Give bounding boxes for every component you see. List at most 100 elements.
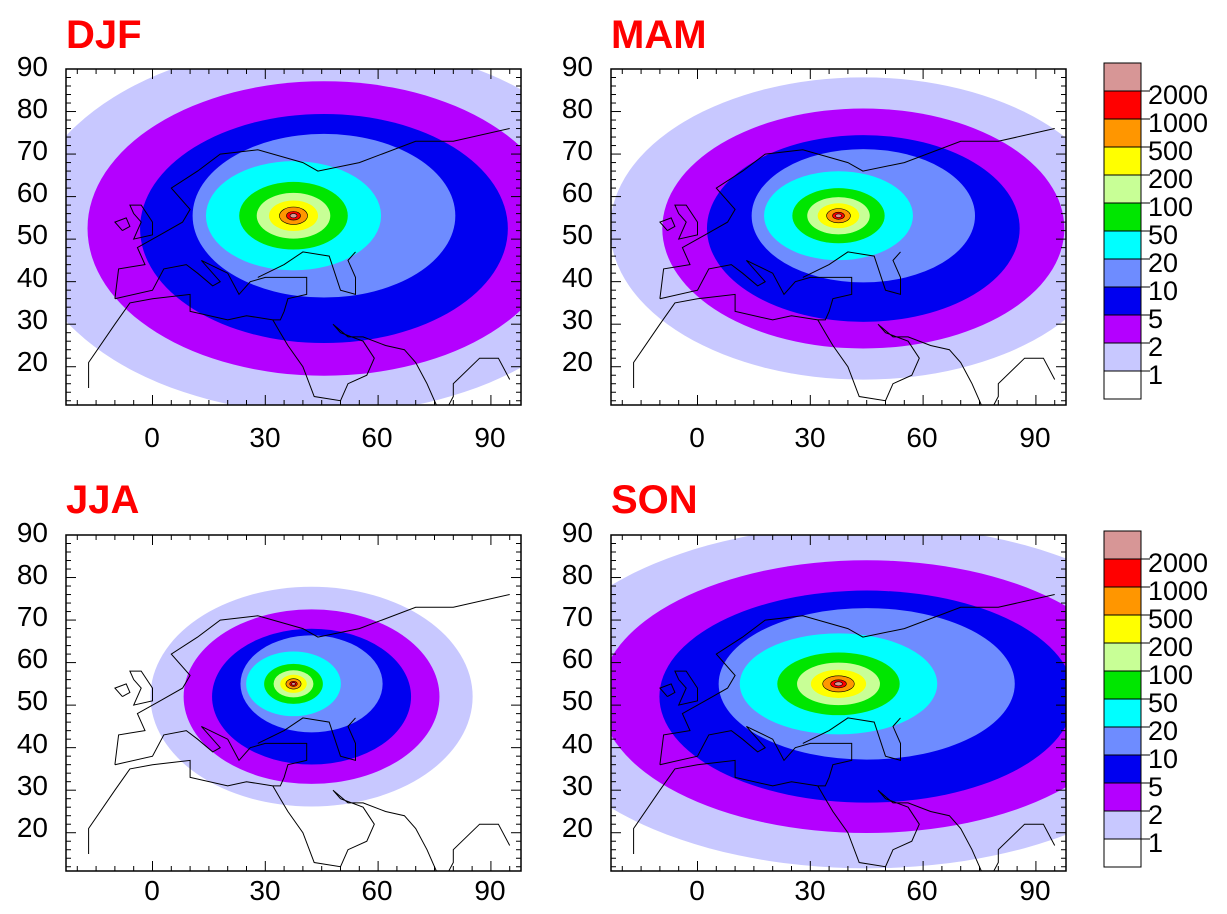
coastline — [633, 259, 853, 388]
y-tick-label: 80 — [17, 93, 48, 124]
coastline — [114, 217, 131, 232]
y-tick-label: 90 — [562, 517, 593, 548]
y-tick-label: 90 — [562, 51, 593, 82]
y-tick-label: 60 — [17, 177, 48, 208]
coastline — [272, 785, 511, 871]
y-tick-label: 40 — [17, 262, 48, 293]
coastline — [659, 217, 676, 232]
y-tick-label: 80 — [562, 93, 593, 124]
x-tick-labels: 0 30 60 90 — [144, 422, 505, 453]
x-tick-label: 60 — [906, 875, 937, 906]
colorbar-label: 1 — [1148, 360, 1163, 390]
plot-frame — [610, 534, 1067, 872]
colorbar-label: 1 — [1148, 828, 1163, 858]
coastline — [802, 717, 901, 762]
x-tick-labels: 0 30 60 90 — [689, 422, 1050, 453]
contour-band — [834, 681, 843, 687]
colorbar-bottom: 2000 1000 500 200 100 50 20 10 5 2 1 — [1103, 530, 1208, 868]
panel-title: JJA — [66, 478, 139, 522]
x-tick-label: 90 — [1019, 875, 1050, 906]
colorbar-label: 2000 — [1148, 80, 1208, 110]
y-tick-label: 70 — [562, 601, 593, 632]
y-tick-labels: 90 80 70 60 50 40 30 20 — [17, 517, 48, 843]
y-tick-labels: 90 80 70 60 50 40 30 20 — [17, 51, 48, 377]
panel-son: SON 90 80 70 60 50 40 30 20 0 30 60 90 — [562, 478, 1067, 906]
x-tick-labels: 0 30 60 90 — [689, 875, 1050, 906]
panel-title: DJF — [66, 13, 142, 57]
colorbar-label: 200 — [1148, 632, 1193, 662]
colorbar-swatch — [1103, 810, 1142, 840]
y-tick-labels: 90 80 70 60 50 40 30 20 — [562, 51, 593, 377]
coastline — [88, 259, 308, 388]
x-tick-label: 90 — [474, 875, 505, 906]
x-tick-label: 0 — [689, 875, 705, 906]
coastline — [659, 128, 1055, 299]
coastline — [659, 594, 1055, 765]
colorbar-swatch — [1103, 530, 1142, 560]
colorbar-swatch — [1103, 230, 1142, 260]
y-tick-label: 50 — [562, 685, 593, 716]
coastline — [257, 251, 356, 296]
coastline — [674, 204, 698, 240]
y-tick-label: 60 — [562, 177, 593, 208]
colorbar-label: 200 — [1148, 164, 1193, 194]
colorbar-swatch — [1103, 314, 1142, 344]
panel-title: SON — [611, 478, 698, 522]
contour-band — [289, 213, 298, 219]
x-tick-label: 60 — [361, 875, 392, 906]
y-tick-label: 40 — [562, 728, 593, 759]
colorbar-label: 50 — [1148, 688, 1178, 718]
y-tick-label: 30 — [562, 304, 593, 335]
colorbar-label: 100 — [1148, 192, 1193, 222]
y-tick-label: 80 — [562, 559, 593, 590]
y-tick-label: 20 — [17, 812, 48, 843]
colorbar-labels: 2000 1000 500 200 100 50 20 10 5 2 1 — [1148, 548, 1208, 858]
colorbar-top: 2000 1000 500 200 100 50 20 10 5 2 1 — [1103, 62, 1208, 400]
contour-map — [611, 77, 1066, 405]
y-tick-label: 20 — [562, 346, 593, 377]
y-tick-label: 50 — [562, 219, 593, 250]
colorbar-swatch — [1103, 286, 1142, 316]
colorbar-label: 20 — [1148, 716, 1178, 746]
y-tick-label: 30 — [17, 304, 48, 335]
coastline — [633, 725, 853, 854]
contour-map — [88, 586, 511, 871]
contour-band — [835, 213, 842, 218]
coastline — [817, 785, 1056, 871]
y-tick-label: 30 — [17, 770, 48, 801]
contour-band — [291, 682, 296, 686]
colorbar-label: 2 — [1148, 332, 1163, 362]
colorbar-swatch — [1103, 258, 1142, 288]
coastline — [114, 683, 131, 698]
axis-ticks — [66, 534, 521, 871]
colorbar-label: 500 — [1148, 604, 1193, 634]
colorbar-label: 1000 — [1148, 576, 1208, 606]
x-tick-label: 60 — [906, 422, 937, 453]
coastline — [129, 204, 153, 240]
colorbar-label: 20 — [1148, 248, 1178, 278]
colorbar-swatch — [1103, 342, 1142, 372]
y-tick-label: 20 — [17, 346, 48, 377]
x-tick-label: 60 — [361, 422, 392, 453]
panel-title: MAM — [611, 13, 707, 57]
y-tick-label: 50 — [17, 685, 48, 716]
contour-map — [611, 535, 1066, 871]
x-tick-label: 90 — [474, 422, 505, 453]
colorbar-swatch — [1103, 202, 1142, 232]
colorbar-swatch — [1103, 726, 1142, 756]
contour-map — [66, 69, 521, 405]
panel-mam: MAM 90 80 70 60 50 40 30 20 0 30 60 90 — [562, 13, 1067, 453]
colorbar-swatches — [1103, 62, 1150, 400]
colorbar-label: 1000 — [1148, 108, 1208, 138]
colorbar-swatch — [1103, 62, 1142, 92]
y-tick-label: 70 — [17, 601, 48, 632]
colorbar-label: 10 — [1148, 744, 1178, 774]
coastline — [674, 670, 698, 706]
colorbar-swatch — [1103, 586, 1142, 616]
coastline — [817, 319, 1056, 405]
y-tick-label: 30 — [562, 770, 593, 801]
colorbar-swatch — [1103, 558, 1142, 588]
coastline — [88, 725, 308, 854]
y-tick-label: 70 — [562, 135, 593, 166]
